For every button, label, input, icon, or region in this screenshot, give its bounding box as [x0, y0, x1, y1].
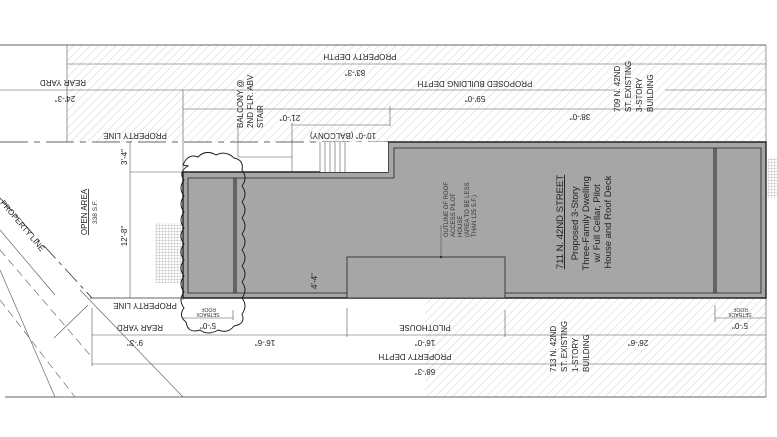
dim-21: 21'-0"	[280, 113, 301, 122]
bottom-property-depth-dim: 68'-3"	[415, 367, 436, 376]
setback-right-dim: 5'-0"	[732, 321, 748, 330]
stair	[319, 142, 388, 172]
rear-yard-dim: 24'-3"	[55, 94, 76, 103]
grate	[155, 223, 183, 283]
bottom-property-depth-label: PROPERTY DEPTH	[378, 352, 451, 361]
building-depth-dim: 59'-0"	[465, 94, 486, 103]
property-depth-dim: 83'-3"	[345, 68, 366, 77]
top-hatch-band	[67, 45, 766, 142]
roof-setback-left: ROOF SETBACK	[196, 306, 220, 317]
balcony-dim: 10'-0" (BALCONY)	[310, 131, 377, 140]
neighbor-709-label: 709 N. 42ND ST. EXISTING 3-STORY BUILDIN…	[613, 59, 655, 112]
revision-cloud	[180, 151, 246, 334]
dim-26-6: 26'-6"	[628, 338, 649, 347]
building-description: Proposed 3-Story Three-Family Dwelling w…	[570, 173, 614, 270]
dim-3-4: 3'-4"	[120, 149, 129, 165]
pilot-house-note: OUTLINE OF ROOF ACCESS PILOT HOUSE (AREA…	[444, 180, 478, 237]
setback-left-dim: 5'-0"	[200, 321, 216, 330]
grate-right	[766, 158, 777, 198]
dim-4-4: 4'-4"	[310, 273, 319, 289]
open-area-sf: 338 S.F.	[92, 200, 99, 224]
bottom-property-line-label: PROPERTY LINE	[113, 301, 177, 310]
balcony-note: BALCONY @ 2ND FLR. ABV STAIR	[236, 72, 265, 128]
pilothouse-label: PILOTHOUSE	[399, 323, 451, 332]
building-depth-label: PROPOSED BUILDING DEPTH	[417, 79, 532, 88]
property-line-label: PROPERTY LINE	[103, 131, 167, 140]
diagonal-property-line	[0, 197, 184, 398]
pilothouse-dim: 16'-0"	[415, 338, 436, 347]
neighbor-713-label: 713 N. 42ND ST. EXISTING 1-STORY BUILDIN…	[549, 319, 591, 372]
building-title: 711 N. 42ND STREET	[555, 175, 566, 270]
open-area-label: OPEN AREA	[80, 188, 89, 235]
property-depth-label: PROPERTY DEPTH	[323, 52, 396, 61]
pilot-house-outline	[346, 256, 506, 299]
dim-38: 38'-0"	[570, 112, 591, 121]
rear-yard-label: REAR YARD	[40, 78, 86, 87]
dim-16-6: 16'-6"	[255, 338, 276, 347]
bottom-rear-yard-dim: 9'-3"	[127, 338, 143, 347]
diagonal-property-line-label: PROPERTY LINE	[0, 199, 46, 254]
bottom-hatch-band	[425, 298, 766, 397]
roof-setback-right: ROOF SETBACK	[728, 306, 752, 317]
bottom-rear-yard-label: REAR YARD	[117, 323, 163, 332]
dim-12-8: 12'-8"	[120, 226, 129, 247]
